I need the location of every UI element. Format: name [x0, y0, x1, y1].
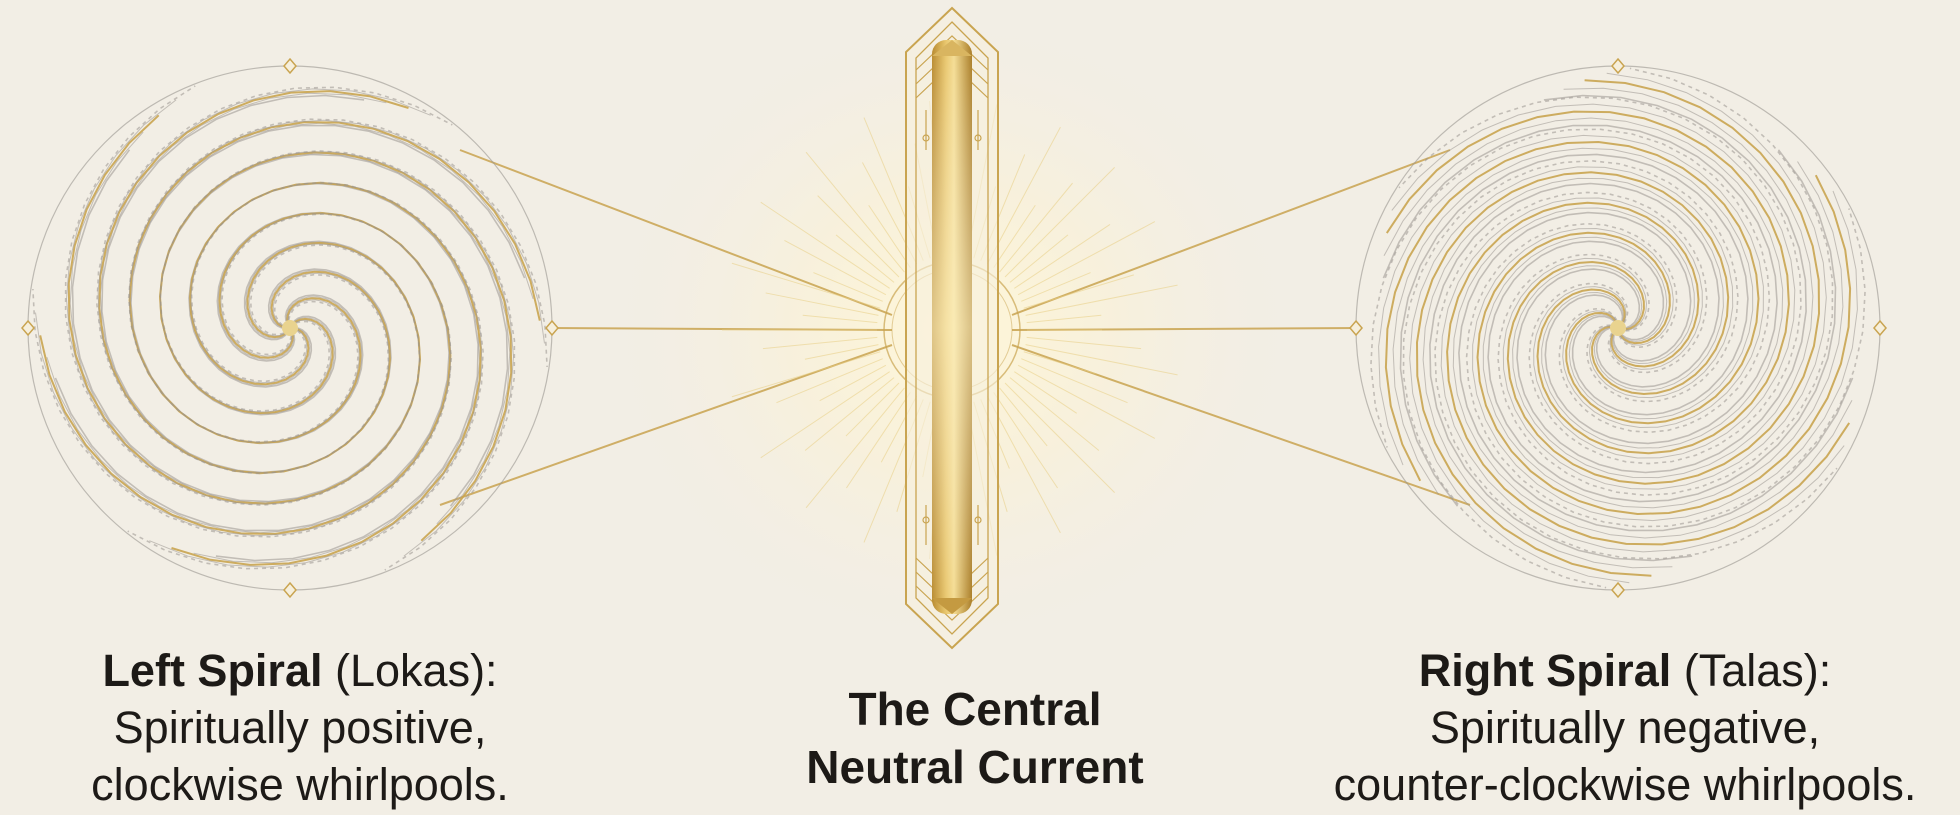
spiral-arm	[149, 183, 482, 567]
central-current-shine	[932, 40, 972, 614]
spiral-arm	[98, 89, 431, 473]
right-spiral-title: Right Spiral	[1419, 645, 1672, 696]
spiral-diamond-marker	[1350, 321, 1362, 335]
spiral-center	[1610, 320, 1626, 336]
center-caption: The Central Neutral Current	[720, 680, 1230, 796]
spiral-arm	[1410, 167, 1733, 583]
spiral-diamond-marker	[1612, 583, 1624, 597]
right-caption-heading: Right Spiral (Talas):	[1290, 642, 1960, 699]
spiral-diamond-marker	[284, 583, 296, 597]
left-spiral-title: Left Spiral	[102, 645, 322, 696]
spiral-arm	[189, 184, 478, 561]
center-caption-line2: Neutral Current	[720, 738, 1230, 796]
spiral-arm	[160, 153, 510, 524]
spiral-arm	[1386, 142, 1759, 481]
spiral-diamond-marker	[1612, 59, 1624, 73]
left-caption-line1: Spiritually positive,	[20, 699, 580, 756]
spiral-diamond-marker	[22, 321, 34, 335]
spiral-diamond-marker	[546, 321, 558, 335]
spiral-arm	[128, 183, 483, 569]
spiral-diamond-marker	[1874, 321, 1886, 335]
spiral-arm	[102, 96, 391, 473]
spiral-arm	[1478, 175, 1851, 514]
left-spiral-name: (Lokas):	[335, 645, 498, 696]
left-caption-line2: clockwise whirlpools.	[20, 756, 580, 813]
left-caption-heading: Left Spiral (Lokas):	[20, 642, 580, 699]
spiral-diamond-marker	[284, 59, 296, 73]
spiral-arm	[1503, 73, 1826, 489]
spiral-center	[282, 320, 298, 336]
right-spiral-name: (Talas):	[1684, 645, 1832, 696]
center-caption-line1: The Central	[720, 680, 1230, 738]
spiral-arm	[97, 87, 452, 473]
left-spiral	[22, 59, 558, 597]
right-caption-line2: counter-clockwise whirlpools.	[1290, 756, 1960, 813]
right-spiral-caption: Right Spiral (Talas): Spiritually negati…	[1290, 642, 1960, 813]
spiral-arm	[70, 132, 420, 503]
right-caption-line1: Spiritually negative,	[1290, 699, 1960, 756]
right-spiral	[1350, 59, 1886, 597]
left-spiral-caption: Left Spiral (Lokas): Spiritually positiv…	[20, 642, 580, 813]
